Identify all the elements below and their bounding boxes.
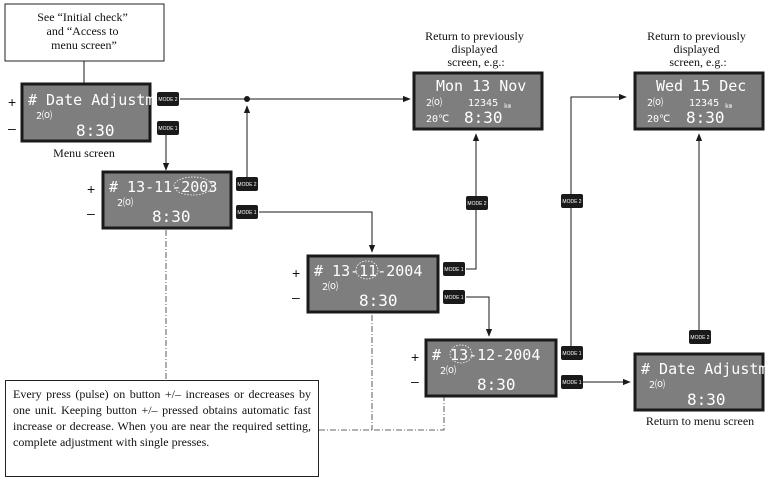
prev1-line1: Mon 13 Nov [436, 77, 526, 95]
junction-dot [244, 96, 250, 102]
lcd-month-screen: # 13-11-2004 2⒪ 8:30 [306, 254, 440, 314]
day-mode1-lower-button[interactable]: MODE 1 [561, 375, 583, 389]
menu-plus: + [8, 94, 16, 110]
month-mode1-lower-label: MODE 1 [444, 295, 463, 301]
return-menu-label: Return to menu screen [646, 414, 754, 428]
lcd-menu-return-screen: # Date Adjustm. 2⒪ 8:30 [633, 352, 770, 412]
lcd-prev1-screen: Mon 13 Nov 2⒪ 12345 km 20℃ 8:30 [412, 71, 544, 131]
lcd-year-screen: # 13-11-2003 2⒪ 8:30 [101, 170, 233, 230]
prev2-mode2-b-label: MODE 2 [690, 335, 709, 341]
year-mode1-button[interactable]: MODE 1 [236, 205, 258, 219]
return-prev-2-label: Return to previously displayed screen, e… [647, 29, 749, 69]
intro-line-1: See “Initial check” [37, 10, 128, 24]
year-screen-line1: # 13-11-2003 [109, 178, 217, 196]
return-prev-2-line1: Return to previously [647, 29, 746, 43]
lcd-menu-screen: # Date Adjustm. 2⒪ 8:30 [20, 82, 163, 143]
instruction-note: Every press (pulse) on button +/– increa… [5, 380, 319, 477]
prev1-time: 8:30 [464, 108, 503, 127]
prev2-odo-unit: km [725, 103, 733, 110]
prev2-odo: 12345 [689, 98, 719, 109]
prev1-mode2-button[interactable]: MODE 2 [466, 196, 488, 210]
day-mode1-upper-button[interactable]: MODE 1 [561, 346, 583, 360]
day-mode1-upper-label: MODE 1 [562, 351, 581, 357]
menu-return-icon: 2⒪ [649, 379, 665, 391]
prev2-time: 8:30 [686, 108, 725, 127]
menu-minus: – [8, 120, 16, 136]
return-prev-2-line2: displayed [674, 42, 720, 56]
return-prev-1-line3: screen, e.g.: [447, 55, 504, 69]
menu-mode2-button[interactable]: MODE 2 [157, 92, 179, 106]
prev2-line1: Wed 15 Dec [656, 77, 746, 95]
day-screen-icon: 2⒪ [440, 365, 456, 377]
year-highlight [173, 176, 213, 196]
prev1-odo-unit: km [504, 103, 512, 110]
month-screen-line1: # 13-11-2004 [314, 262, 422, 280]
day-plus: + [411, 349, 419, 365]
year-mode1-label: MODE 1 [237, 210, 256, 216]
year-plus: + [87, 181, 95, 197]
return-prev-2-line3: screen, e.g.: [669, 55, 726, 69]
day-screen-line1: # 13-12-2004 [432, 346, 540, 364]
year-mode2-label: MODE 2 [237, 182, 256, 188]
return-prev-1-line1: Return to previously [425, 29, 524, 43]
menu-screen-time: 8:30 [76, 121, 115, 140]
lcd-day-screen: # 13-12-2004 2⒪ 8:30 [424, 338, 558, 398]
year-screen-icon: 2⒪ [117, 197, 133, 209]
month-plus: + [292, 265, 300, 281]
day-minus: – [411, 373, 419, 389]
prev2-mode2-a-label: MODE 2 [562, 199, 581, 205]
prev2-icon: 2⒪ [647, 97, 663, 109]
prev1-odo: 12345 [468, 98, 498, 109]
intro-box: See “Initial check” and “Access to menu … [4, 3, 165, 62]
prev1-mode2-label: MODE 2 [467, 201, 486, 207]
month-minus: – [292, 289, 300, 305]
prev2-temp: 20℃ [647, 114, 670, 125]
intro-line-3: menu screen” [51, 38, 117, 52]
prev2-mode2-button-b[interactable]: MODE 2 [689, 330, 711, 344]
intro-line-2: and “Access to [47, 24, 119, 38]
menu-mode1-label: MODE 1 [158, 126, 177, 132]
month-mode1-upper-label: MODE 1 [444, 267, 463, 273]
day-highlight [449, 344, 473, 364]
month-mode1-upper-button[interactable]: MODE 1 [443, 262, 465, 276]
lcd-prev2-screen: Wed 15 Dec 2⒪ 12345 km 20℃ 8:30 [633, 71, 765, 131]
return-prev-1-label: Return to previously displayed screen, e… [425, 29, 527, 69]
month-mode1-lower-button[interactable]: MODE 1 [443, 290, 465, 304]
menu-mode1-button[interactable]: MODE 1 [157, 121, 179, 135]
note-connectors [165, 230, 445, 431]
menu-screen-line1: # Date Adjustm. [28, 91, 163, 109]
menu-mode2-label: MODE 2 [158, 97, 177, 103]
year-minus: – [87, 205, 95, 221]
return-prev-1-line2: displayed [452, 42, 498, 56]
year-mode2-button[interactable]: MODE 2 [236, 177, 258, 191]
menu-return-line1: # Date Adjustm. [641, 360, 770, 378]
svg-text:See “Initial check” and: See “Initial check” and “Access to menu … [37, 10, 131, 52]
day-mode1-lower-label: MODE 1 [562, 380, 581, 386]
day-screen-time: 8:30 [477, 375, 516, 394]
month-screen-icon: 2⒪ [322, 281, 338, 293]
prev1-temp: 20℃ [426, 114, 449, 125]
menu-screen-icon: 2⒪ [36, 110, 52, 122]
prev2-mode2-button-a[interactable]: MODE 2 [561, 194, 583, 208]
prev1-icon: 2⒪ [426, 97, 442, 109]
menu-screen-label: Menu screen [53, 146, 115, 160]
month-highlight [355, 260, 379, 280]
menu-return-time: 8:30 [687, 390, 726, 409]
year-screen-time: 8:30 [152, 207, 191, 226]
month-screen-time: 8:30 [359, 291, 398, 310]
